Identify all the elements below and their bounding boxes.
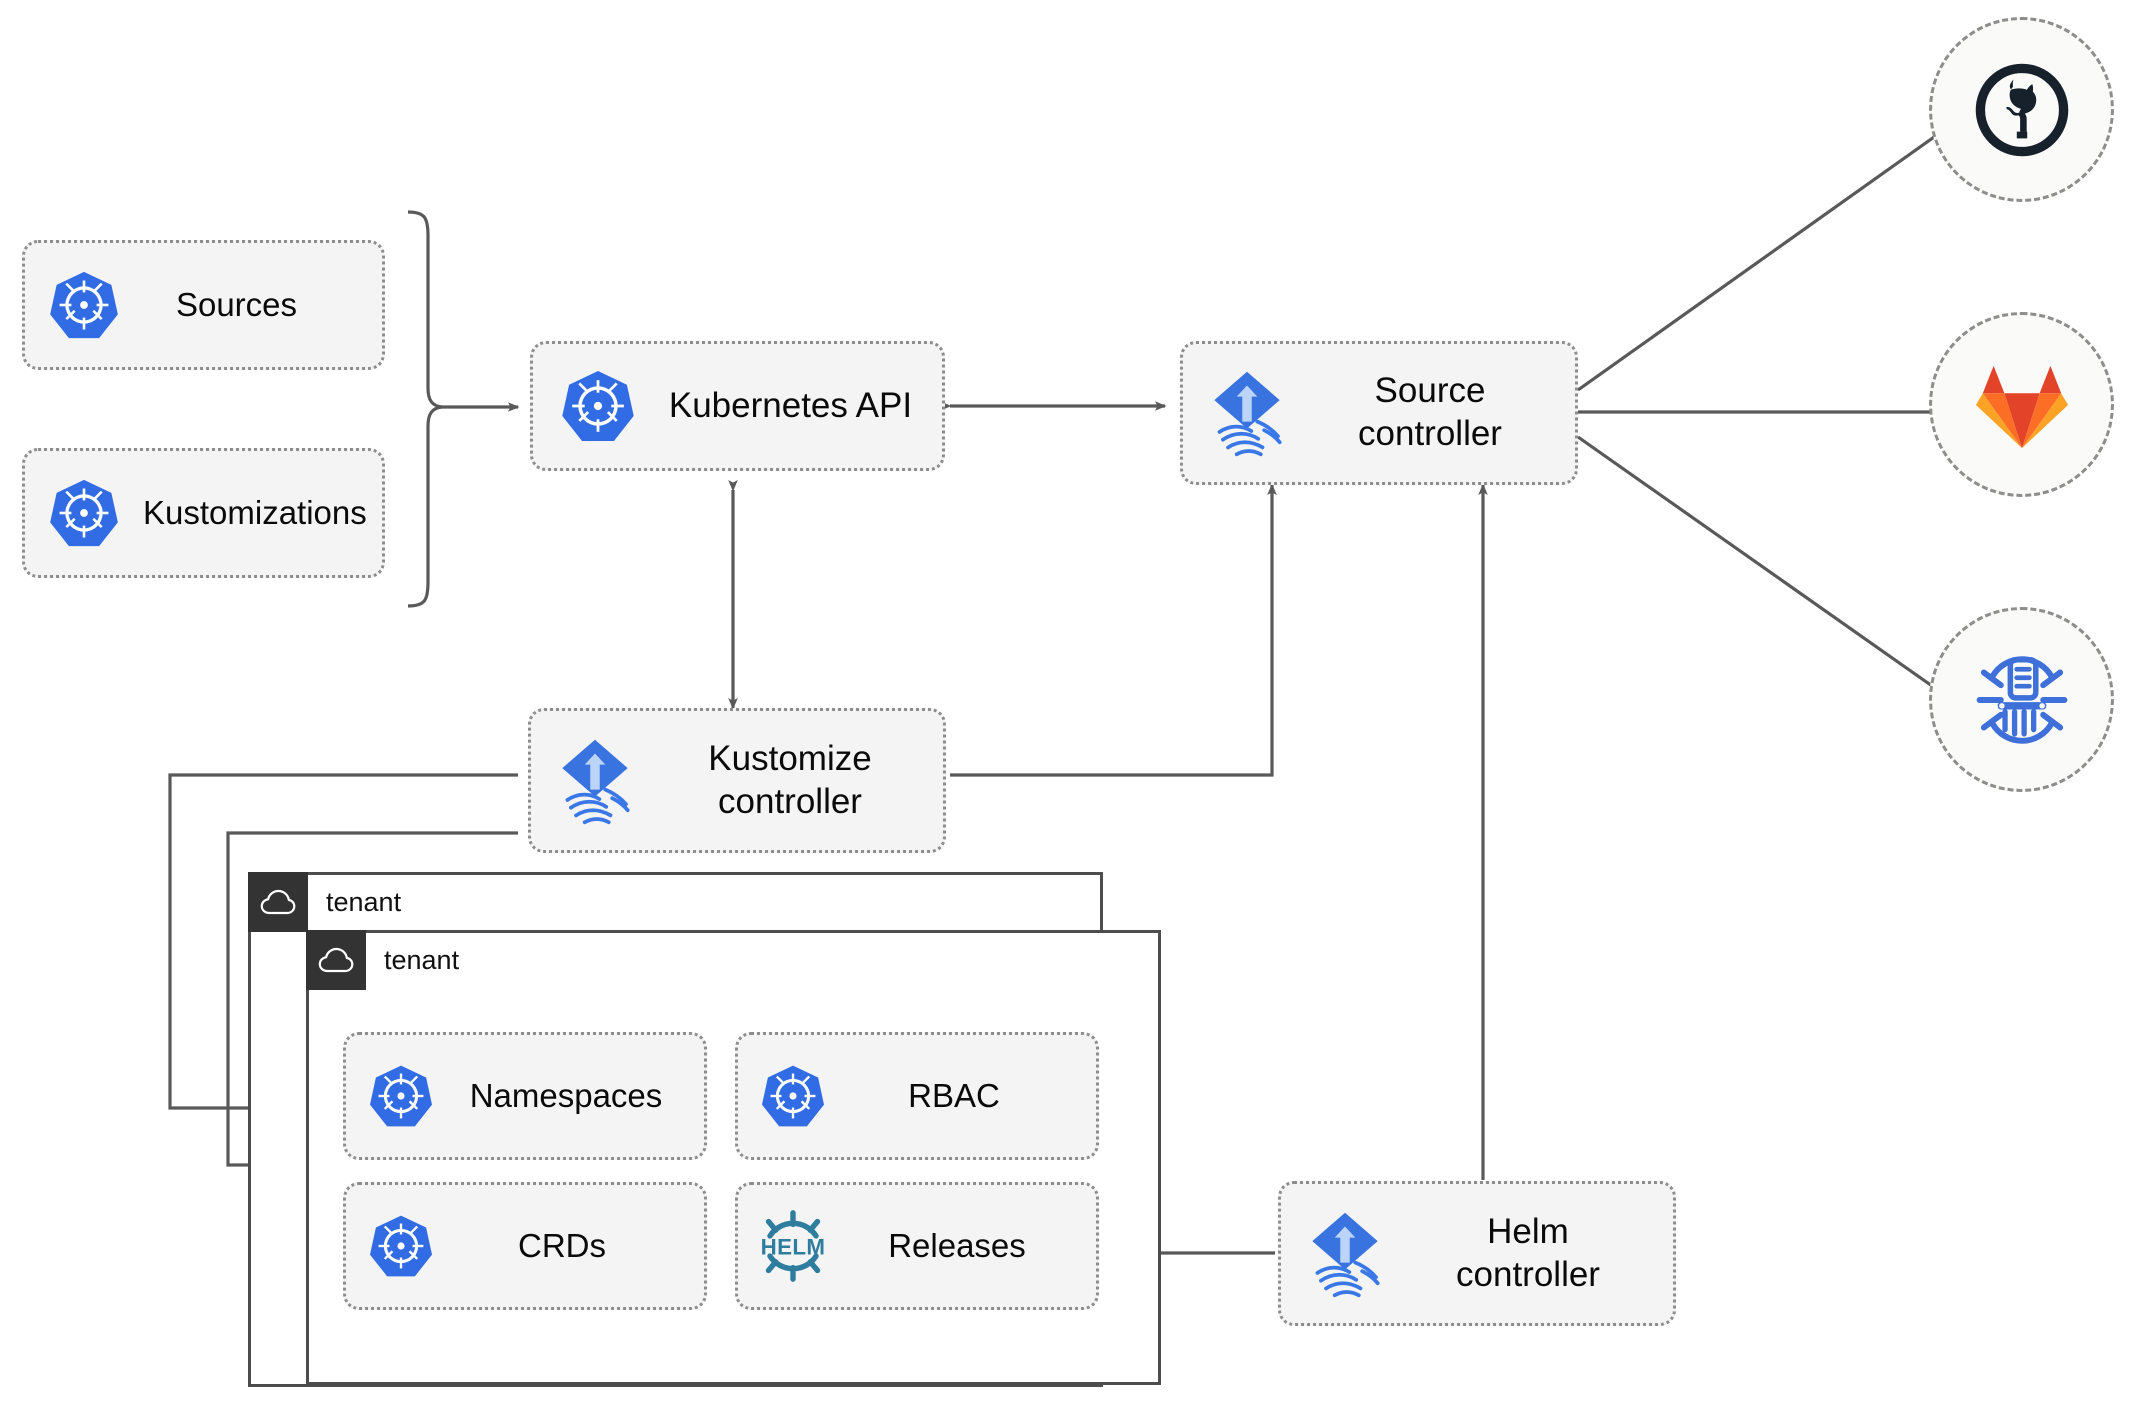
kubernetes-icon <box>533 368 663 444</box>
node-crds[interactable]: CRDs <box>343 1182 707 1310</box>
provider-github[interactable] <box>1929 17 2114 202</box>
node-kubernetes-api[interactable]: Kubernetes API <box>530 341 945 471</box>
node-label: Helm controller <box>1456 1211 1600 1294</box>
node-namespaces[interactable]: Namespaces <box>343 1032 707 1160</box>
flux-icon <box>531 736 659 826</box>
flux-icon <box>1281 1209 1409 1299</box>
node-label: Kustomize controller <box>708 738 872 821</box>
tenant-label: tenant <box>384 944 460 975</box>
node-label: Releases <box>888 1226 1026 1264</box>
github-icon <box>1975 63 2068 156</box>
node-label: RBAC <box>908 1076 1000 1114</box>
node-label: Sources <box>175 285 298 323</box>
edge-bracket <box>407 210 443 608</box>
tenant-header-front: tenant <box>306 930 459 990</box>
edge-sourcectl-chartmuseum <box>1577 435 1954 702</box>
kubernetes-icon <box>25 269 143 341</box>
provider-chartmuseum[interactable] <box>1929 607 2114 792</box>
flux-icon <box>1183 368 1311 458</box>
node-rbac[interactable]: RBAC <box>735 1032 1099 1160</box>
kubernetes-icon <box>25 477 143 549</box>
node-source-controller[interactable]: Source controller <box>1180 341 1578 485</box>
node-label: Kustomizations <box>143 493 367 531</box>
kubernetes-icon <box>738 1063 848 1129</box>
node-kustomize-controller[interactable]: Kustomize controller <box>528 708 946 853</box>
cloud-icon <box>248 872 308 932</box>
svg-text:HELM: HELM <box>761 1235 826 1260</box>
helm-icon: HELM <box>738 1210 848 1282</box>
kubernetes-icon <box>346 1063 456 1129</box>
edge-sourcectl-github <box>1577 118 1960 392</box>
tenant-label: tenant <box>326 886 402 917</box>
node-releases[interactable]: HELM Releases <box>735 1182 1099 1310</box>
node-label: Source controller <box>1358 371 1502 453</box>
provider-gitlab[interactable] <box>1929 312 2114 497</box>
node-label: CRDs <box>518 1226 606 1264</box>
node-helm-controller[interactable]: Helm controller <box>1278 1181 1676 1326</box>
chartmuseum-icon <box>1976 655 2067 744</box>
node-label: Kubernetes API <box>668 385 913 425</box>
node-kustomizations[interactable]: Kustomizations <box>22 448 385 578</box>
kubernetes-icon <box>346 1213 456 1279</box>
gitlab-icon <box>1975 365 2068 448</box>
node-label: Namespaces <box>469 1076 663 1114</box>
edge-kustomizectl-sourcectl <box>950 483 1277 777</box>
node-sources[interactable]: Sources <box>22 240 385 370</box>
cloud-icon <box>306 930 366 990</box>
tenant-header-back: tenant <box>248 872 401 932</box>
edge-kustomizectl-tenant-back <box>168 773 518 1113</box>
